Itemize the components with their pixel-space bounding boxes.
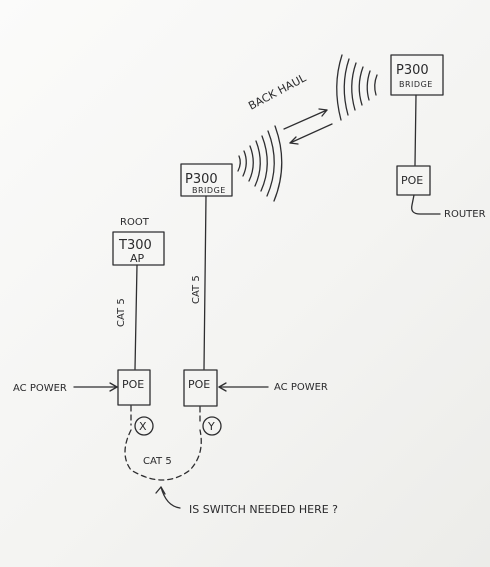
- p300-bridge-right-box: P300 BRIDGE: [390, 54, 444, 96]
- ac-power-right-label: AC POWER: [274, 382, 328, 393]
- marker-y-circle: Y: [202, 416, 222, 436]
- ap-model-label: T300: [118, 238, 152, 253]
- router-label: ROUTER: [444, 209, 486, 220]
- marker-x-label: X: [139, 420, 147, 433]
- backhaul-arrows: [283, 108, 333, 145]
- t300-ap-box: T300 AP: [112, 231, 165, 266]
- bridge-left-type-label: BRIDGE: [192, 186, 226, 195]
- poe-right-box: POE: [396, 165, 431, 196]
- cable-ap-poe: [134, 264, 138, 370]
- cat5-left-label: CAT 5: [116, 298, 127, 327]
- marker-x-circle: X: [134, 416, 154, 436]
- wireless-signal-right-icon: [336, 54, 378, 121]
- p300-bridge-left-box: P300 BRIDGE: [180, 163, 233, 197]
- poe-right-label: POE: [401, 174, 423, 187]
- ac-power-right-arrow: [218, 382, 269, 392]
- poe-mid-box: POE: [183, 369, 218, 407]
- backhaul-label: BACK HAUL: [246, 71, 309, 113]
- poe-left-label: POE: [122, 378, 144, 391]
- router-cable: [411, 194, 441, 215]
- bridge-right-model-label: P300: [396, 63, 429, 78]
- question-arrow: [155, 486, 181, 509]
- cat5-mid-label: CAT 5: [191, 275, 202, 304]
- ac-power-left-arrow: [73, 382, 118, 392]
- cable-bridge-right-poe: [414, 94, 417, 166]
- bridge-right-type-label: BRIDGE: [399, 80, 433, 89]
- dashed-cat5-loop: [124, 429, 202, 481]
- wireless-signal-left-icon: [237, 125, 283, 202]
- cable-bridge-poe: [203, 195, 207, 370]
- root-label: ROOT: [120, 217, 150, 228]
- marker-y-label: Y: [207, 420, 215, 433]
- cat5-bottom-label: CAT 5: [143, 456, 172, 467]
- ac-power-left-label: AC POWER: [13, 383, 67, 394]
- bridge-left-model-label: P300: [185, 172, 218, 187]
- switch-question-label: IS SWITCH NEEDED HERE ?: [189, 503, 338, 516]
- poe-left-box: POE: [117, 369, 151, 406]
- poe-mid-label: POE: [188, 378, 210, 391]
- ap-type-label: AP: [130, 252, 145, 265]
